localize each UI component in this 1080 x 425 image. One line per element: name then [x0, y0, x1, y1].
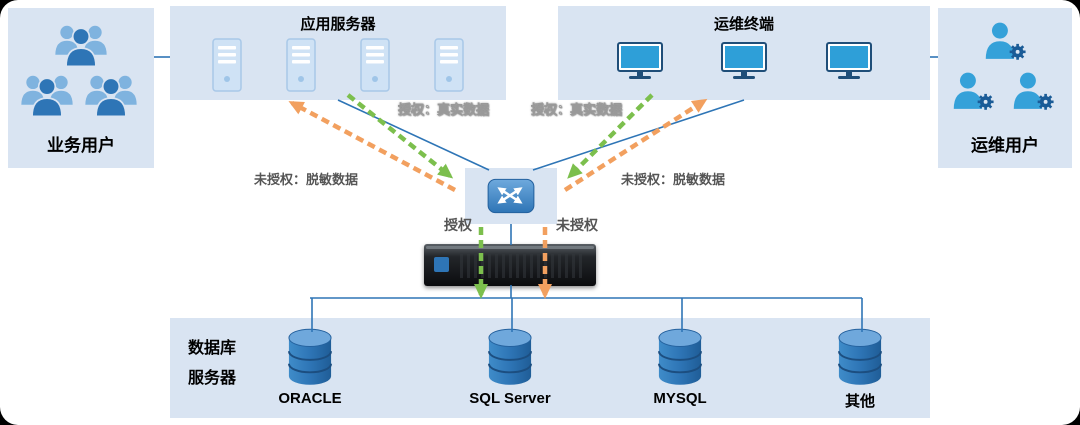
db-item-oracle: ORACLE — [250, 328, 370, 407]
network-switch-icon — [487, 178, 535, 214]
database-cylinder-icon — [287, 328, 333, 385]
business-users-panel: 业务用户 — [8, 8, 154, 168]
label-unauthorized-masked-left: 未授权：脱敏数据 — [254, 172, 359, 187]
user-gear-icon — [985, 22, 1026, 60]
database-cylinder-icon — [487, 328, 533, 385]
db-label-mysql: MYSQL — [653, 390, 707, 407]
label-unauthorized: 未授权 — [556, 217, 598, 233]
database-cylinder-icon — [837, 328, 883, 385]
business-users-label: 业务用户 — [47, 136, 115, 155]
label-authorized-real-left: 授权：真实数据 — [398, 102, 490, 118]
db-item-sqlserver: SQL Server — [450, 328, 570, 407]
db-label-oracle: ORACLE — [278, 390, 342, 407]
db-label-other: 其他 — [844, 393, 875, 410]
db-item-mysql: MYSQL — [620, 328, 740, 407]
label-unauthorized-masked-right: 未授权：脱敏数据 — [621, 172, 726, 187]
db-title-line2: 服务器 — [188, 370, 237, 387]
appliance-vents — [460, 254, 586, 278]
dlp-appliance — [424, 244, 596, 286]
users-group-icon — [85, 75, 137, 118]
database-cylinder-icon — [657, 328, 703, 385]
server-tower-icon — [286, 38, 316, 92]
appliance-logo — [434, 257, 449, 272]
user-gear-icon — [953, 72, 994, 110]
om-users-label: 运维用户 — [971, 136, 1039, 155]
server-tower-icon — [434, 38, 464, 92]
monitor-icon — [721, 42, 767, 79]
label-authorized-real-right: 授权：真实数据 — [531, 102, 623, 118]
db-title-line1: 数据库 — [188, 340, 237, 357]
server-tower-icon — [212, 38, 242, 92]
users-group-icon — [21, 75, 73, 118]
label-authorized: 授权 — [444, 217, 472, 233]
app-servers-title: 应用服务器 — [300, 16, 376, 33]
users-group-icon — [55, 25, 107, 68]
server-tower-icon — [360, 38, 390, 92]
om-users-panel: 运维用户 — [938, 8, 1072, 168]
monitor-icon — [825, 42, 872, 79]
db-label-sqlserver: SQL Server — [469, 390, 551, 407]
database-servers-box: 数据库 服务器 ORACLE SQL Server MYSQL 其他 — [170, 318, 930, 418]
app-servers-box: 应用服务器 — [170, 6, 506, 100]
om-terminals-title: 运维终端 — [713, 16, 774, 33]
switch-node — [465, 168, 557, 224]
monitor-icon — [616, 42, 663, 79]
om-terminals-box: 运维终端 — [558, 6, 930, 100]
db-servers-title: 数据库 服务器 — [188, 334, 236, 394]
app-servers-icons — [170, 37, 506, 93]
db-item-other: 其他 — [800, 328, 920, 411]
om-terminals-icons — [558, 42, 930, 82]
user-gear-icon — [1013, 72, 1054, 110]
